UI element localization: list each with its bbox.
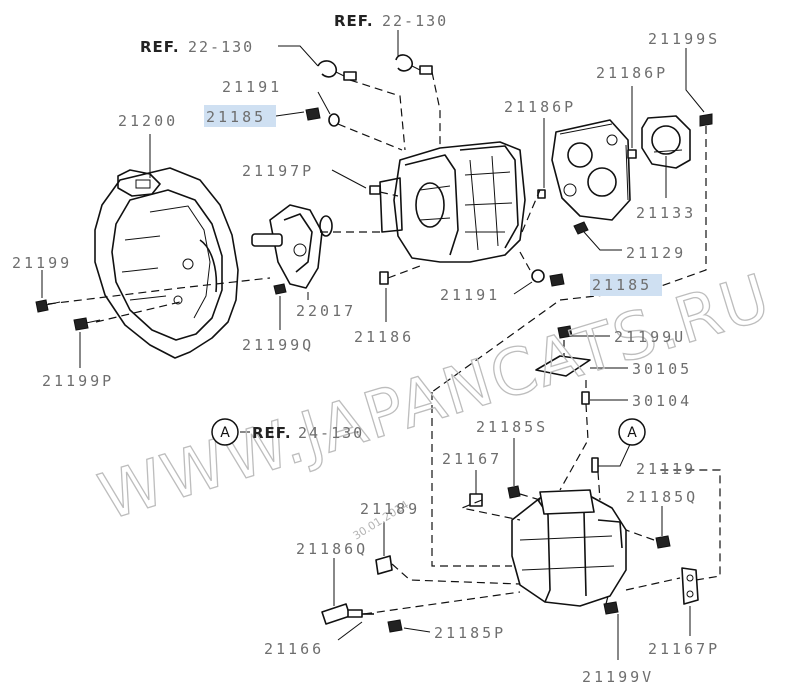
leader-lines xyxy=(41,30,705,660)
part-label-22017[interactable]: 22017 xyxy=(296,302,356,320)
part-label-21185P[interactable]: 21185P xyxy=(434,624,506,642)
ref-word: REF. xyxy=(334,12,374,30)
ref-number: 22-130 xyxy=(188,38,254,56)
part-label-21199V[interactable]: 21199V xyxy=(582,668,654,686)
part-label-21166[interactable]: 21166 xyxy=(264,640,324,658)
assembly-dashed-lines xyxy=(47,71,721,615)
part-label-21199P[interactable]: 21199P xyxy=(42,372,114,390)
part-label-21129[interactable]: 21129 xyxy=(626,244,686,262)
ref-label-mid[interactable]: REF. 22-130 xyxy=(334,12,448,30)
part-label-21167[interactable]: 21167 xyxy=(442,450,502,468)
part-label-21186P-mid[interactable]: 21186P xyxy=(504,98,576,116)
part-labels: 21199S 21186P 21191 21185 21200 21186P 2… xyxy=(12,30,720,686)
part-label-21191-mid[interactable]: 21191 xyxy=(440,286,500,304)
part-label-21189[interactable]: 21189 xyxy=(360,500,420,518)
extension-housing-part[interactable] xyxy=(511,489,627,607)
part-label-30105[interactable]: 30105 xyxy=(632,360,692,378)
part-label-30104[interactable]: 30104 xyxy=(632,392,692,410)
part-label-21199U[interactable]: 21199U xyxy=(614,328,686,346)
gasket-part[interactable] xyxy=(641,115,691,169)
part-label-21167P[interactable]: 21167P xyxy=(648,640,720,658)
part-label-21185Q[interactable]: 21185Q xyxy=(626,488,698,506)
part-label-21185-mid[interactable]: 21185 xyxy=(592,276,652,294)
input-retainer-part[interactable] xyxy=(251,204,333,289)
part-label-21199Q[interactable]: 21199Q xyxy=(242,336,314,354)
part-label-21199[interactable]: 21199 xyxy=(12,254,72,272)
ref-number: 22-130 xyxy=(382,12,448,30)
part-label-21119[interactable]: 21119 xyxy=(636,460,696,478)
part-label-21200[interactable]: 21200 xyxy=(118,112,178,130)
shift-shaft-part[interactable] xyxy=(321,603,374,625)
part-label-21186P-right[interactable]: 21186P xyxy=(596,64,668,82)
callout-letter: A xyxy=(220,425,230,441)
part-label-21191-top[interactable]: 21191 xyxy=(222,78,282,96)
part-label-21133[interactable]: 21133 xyxy=(636,204,696,222)
part-label-21199S[interactable]: 21199S xyxy=(648,30,720,48)
ref-number: 24-130 xyxy=(298,424,364,442)
part-label-21197P[interactable]: 21197P xyxy=(242,162,314,180)
callout-a-left[interactable]: A xyxy=(211,418,239,446)
harness-left-part[interactable] xyxy=(317,60,357,81)
ref-word: REF. xyxy=(140,38,180,56)
highlight-21185-mid xyxy=(590,274,662,296)
ref-label-a[interactable]: REF. 24-130 xyxy=(252,424,364,442)
part-label-21186[interactable]: 21186 xyxy=(354,328,414,346)
part-label-21185S[interactable]: 21185S xyxy=(476,418,548,436)
harness-right-part[interactable] xyxy=(395,54,433,75)
ref-word: REF. xyxy=(252,424,292,442)
ref-label-left[interactable]: REF. 22-130 xyxy=(140,38,254,56)
callout-a-right[interactable]: A xyxy=(618,418,646,446)
rear-support-part[interactable] xyxy=(681,567,699,605)
highlight-21185-top xyxy=(204,105,276,127)
callout-letter: A xyxy=(627,425,637,441)
cover-plate-part[interactable] xyxy=(535,355,591,377)
transmission-case-part[interactable] xyxy=(379,141,526,263)
part-label-21185-top[interactable]: 21185 xyxy=(206,108,266,126)
hardware-parts[interactable] xyxy=(35,107,713,633)
part-label-21186Q[interactable]: 21186Q xyxy=(296,540,368,558)
bell-housing-part[interactable] xyxy=(94,167,239,359)
rear-plate-part[interactable] xyxy=(551,119,631,221)
